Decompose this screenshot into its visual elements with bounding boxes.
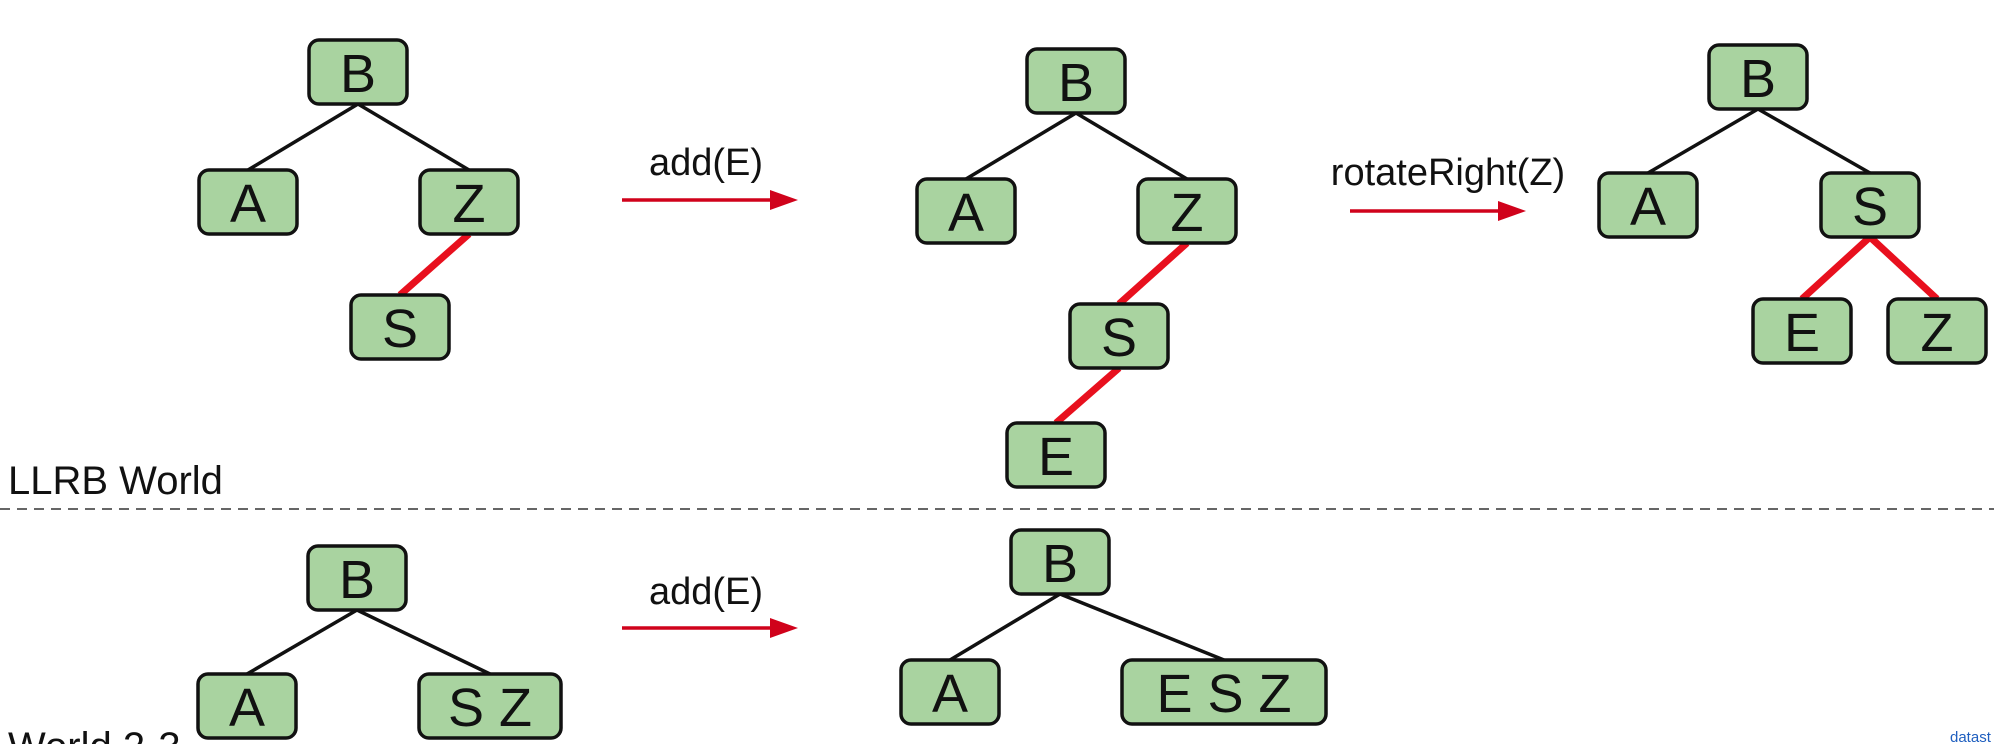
node-box [1751,297,1853,365]
node-label: A [932,664,968,724]
node-box [1025,47,1127,115]
tree-node-llrb-after-add-Z: Z [1136,177,1238,245]
tree-node-llrb-before-Z: Z [418,168,520,236]
node-label: A [230,174,266,234]
23-world-label: World 2-3 [8,725,181,744]
tree-node-llrb-after-add-S: S [1068,302,1170,370]
node-box [418,168,520,236]
tree-node-23-before-B: B [306,544,408,612]
rotate-operation-label: rotateRight(Z) [1331,152,1565,194]
black-link-llrb-after-rotate-B-S [1757,107,1871,175]
node-box [1005,421,1107,489]
black-link-llrb-after-rotate-B-A [1647,107,1759,175]
node-box [915,177,1017,245]
black-link-llrb-after-add-B-A [965,111,1077,181]
black-link-llrb-before-B-Z [357,102,470,172]
node-box [1009,528,1111,596]
llrb-world-label: LLRB World [8,459,223,503]
node-label: B [1058,53,1094,113]
add-arrow-bottom [622,618,798,638]
tree-node-23-after-B: B [1009,528,1111,596]
tree-node-llrb-after-rotate-A: A [1597,171,1699,239]
node-label: S [1101,308,1137,368]
black-link-23-after-B-ESZ [1059,592,1225,662]
red-link-llrb-after-add-S-E [1053,365,1122,426]
node-label: B [340,44,376,104]
tree-node-llrb-after-rotate-S: S [1819,171,1921,239]
tree-node-llrb-after-add-B: B [1025,47,1127,115]
node-label: S [1852,177,1888,237]
node-box [1597,171,1699,239]
node-box [417,672,563,740]
node-box [349,293,451,361]
black-link-llrb-after-add-B-Z [1075,111,1188,181]
node-label: S [382,299,418,359]
node-label: B [1042,534,1078,594]
red-link-llrb-after-rotate-S-Z [1867,234,1940,302]
black-link-23-before-B-A [246,608,358,676]
node-box [1136,177,1238,245]
node-box [1707,43,1809,111]
node-box [306,544,408,612]
black-link-llrb-before-B-A [247,102,359,172]
node-box [197,168,299,236]
node-box [1819,171,1921,239]
node-label: E [1038,427,1074,487]
tree-node-23-after-A: A [899,658,1001,726]
node-label: E [1784,303,1820,363]
node-label: A [229,678,265,738]
tree-node-llrb-before-B: B [307,38,409,106]
node-box [899,658,1001,726]
watermark-text: datast [1950,729,1992,744]
node-box [307,38,409,106]
black-link-23-before-B-SZ [356,608,491,676]
node-label: A [948,183,984,243]
node-label: S Z [448,678,532,738]
tree-node-llrb-after-add-E: E [1005,421,1107,489]
tree-node-llrb-before-S: S [349,293,451,361]
tree-node-23-after-ESZ: E S Z [1120,658,1328,726]
tree-node-llrb-before-A: A [197,168,299,236]
node-box [1120,658,1328,726]
node-label: E S Z [1156,664,1291,724]
rotate-arrow [1350,201,1526,221]
node-label: Z [453,174,486,234]
node-box [1068,302,1170,370]
tree-node-llrb-after-rotate-E: E [1751,297,1853,365]
red-link-llrb-after-rotate-S-E [1799,234,1873,302]
tree-node-23-before-SZ: S Z [417,672,563,740]
node-label: Z [1171,183,1204,243]
tree-node-23-before-A: A [196,672,298,740]
red-link-llrb-before-Z-S [397,231,472,298]
black-link-23-after-B-A [949,592,1061,662]
tree-node-llrb-after-add-A: A [915,177,1017,245]
node-label: A [1630,177,1666,237]
tree-node-llrb-after-rotate-B: B [1707,43,1809,111]
node-box [196,672,298,740]
tree-node-llrb-after-rotate-Z: Z [1886,297,1988,365]
node-box [1886,297,1988,365]
edges-layer [246,102,1940,676]
add-arrow-top [622,190,798,210]
add-operation-label-bottom: add(E) [649,571,763,613]
add-operation-label-top: add(E) [649,142,763,184]
node-label: B [1740,49,1776,109]
node-label: B [339,550,375,610]
node-label: Z [1921,303,1954,363]
red-link-llrb-after-add-Z-S [1116,240,1190,307]
